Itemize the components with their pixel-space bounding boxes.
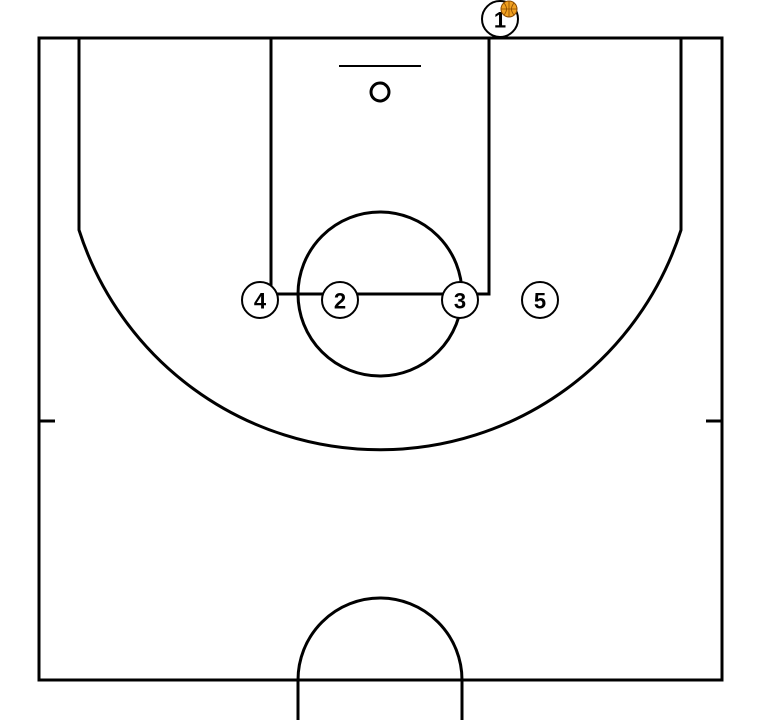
player-2[interactable]: 2: [321, 281, 359, 319]
player-3[interactable]: 3: [441, 281, 479, 319]
player-4-label: 4: [254, 289, 267, 314]
player-4[interactable]: 4: [241, 281, 279, 319]
center-circle: [296, 596, 464, 720]
rim: [369, 81, 391, 103]
player-2-label: 2: [334, 289, 346, 314]
three-point-line: [77, 38, 683, 452]
basketball-icon: [500, 0, 518, 18]
player-5-label: 5: [534, 289, 546, 314]
court-boundary: [37, 36, 724, 682]
paint-key: [269, 38, 491, 296]
player-1[interactable]: 1: [481, 0, 519, 38]
player-3-label: 3: [454, 289, 466, 314]
player-5[interactable]: 5: [521, 281, 559, 319]
